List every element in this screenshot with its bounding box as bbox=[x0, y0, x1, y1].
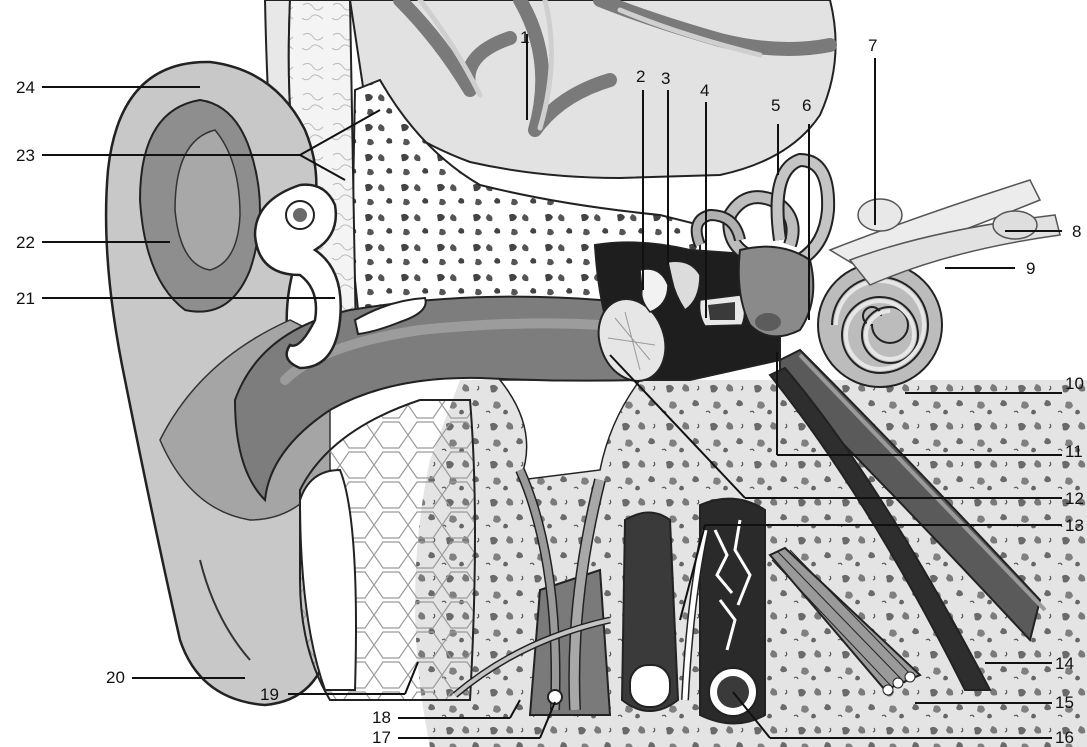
label-20: 20 bbox=[106, 669, 125, 686]
label-4: 4 bbox=[700, 82, 709, 99]
label-7: 7 bbox=[868, 37, 877, 54]
label-19: 19 bbox=[260, 686, 279, 703]
label-9: 9 bbox=[1026, 260, 1035, 277]
label-18: 18 bbox=[372, 709, 391, 726]
label-3: 3 bbox=[661, 70, 670, 87]
label-24: 24 bbox=[16, 79, 35, 96]
label-6: 6 bbox=[802, 97, 811, 114]
label-16: 16 bbox=[1055, 729, 1074, 746]
label-21: 21 bbox=[16, 290, 35, 307]
label-17: 17 bbox=[372, 729, 391, 746]
label-22: 22 bbox=[16, 234, 35, 251]
label-8: 8 bbox=[1072, 223, 1081, 240]
label-1: 1 bbox=[520, 29, 529, 46]
label-5: 5 bbox=[771, 97, 780, 114]
cochlea bbox=[818, 263, 942, 387]
label-13: 13 bbox=[1065, 517, 1084, 534]
label-11: 11 bbox=[1065, 443, 1083, 460]
label-2: 2 bbox=[636, 68, 645, 85]
label-12: 12 bbox=[1065, 490, 1084, 507]
label-15: 15 bbox=[1055, 694, 1074, 711]
label-14: 14 bbox=[1055, 655, 1074, 672]
label-23: 23 bbox=[16, 147, 35, 164]
label-10: 10 bbox=[1065, 375, 1084, 392]
